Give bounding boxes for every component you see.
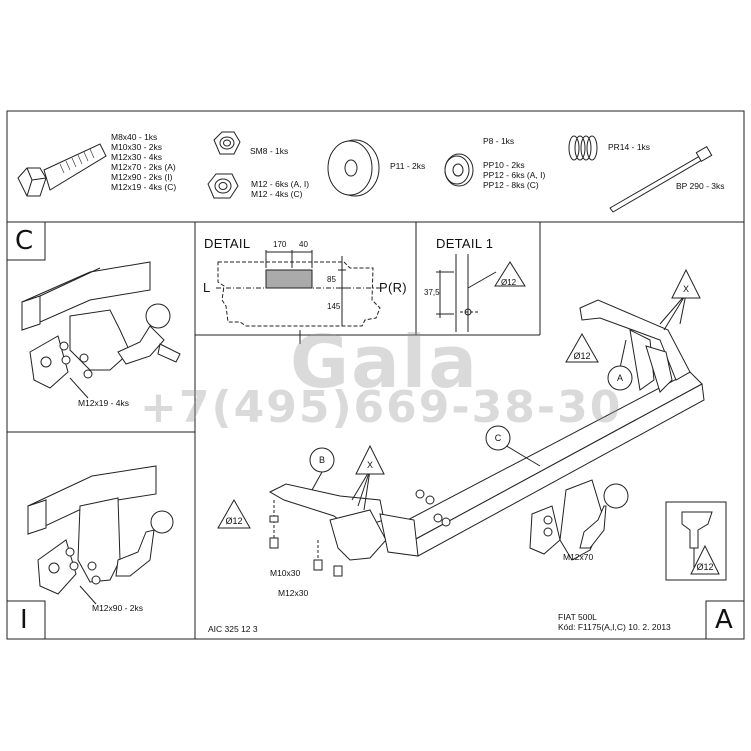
washer-pp-item: PP12 - 8ks (C) bbox=[483, 180, 539, 190]
a-letter-box bbox=[705, 600, 745, 640]
callout-x-right: X bbox=[682, 284, 689, 294]
variant-c-drawing bbox=[21, 261, 181, 399]
variant-i-letter: I bbox=[20, 605, 28, 635]
bolt-m12x30-label: M12x30 bbox=[278, 588, 309, 598]
bolt-icon bbox=[17, 143, 107, 197]
bolt-list: M8x40 - 1ks M10x30 - 2ks M12x30 - 4ks M1… bbox=[111, 132, 176, 192]
detail1-drawing bbox=[436, 254, 526, 332]
nut-list-item: M12 - 4ks (C) bbox=[251, 189, 303, 199]
outer-frame bbox=[6, 110, 745, 640]
variant-i-bolts: M12x90 - 2ks bbox=[92, 603, 144, 613]
detail-left-label: L bbox=[203, 280, 211, 295]
spring-icon bbox=[568, 135, 598, 161]
nut-sm8-label: SM8 - 1ks bbox=[250, 146, 289, 156]
hole-label-right: Ø12 bbox=[573, 351, 591, 361]
car-model: FIAT 500L bbox=[558, 612, 597, 622]
nut-list: M12 - 6ks (A, I) M12 - 4ks (C) bbox=[251, 179, 309, 199]
detail-drawing bbox=[216, 250, 381, 344]
callout-x-left: X bbox=[366, 460, 373, 470]
spring-label: PR14 - 1ks bbox=[608, 142, 651, 152]
watermark-phone: +7(495)669-38-30 bbox=[140, 382, 623, 433]
washer-pp-item: PP12 - 6ks (A, I) bbox=[483, 170, 546, 180]
washer-pp-item: PP10 - 2ks bbox=[483, 160, 525, 170]
drawing-code: AIC 325 12 3 bbox=[208, 624, 258, 634]
variant-c-bolts: M12x19 - 4ks bbox=[78, 398, 130, 408]
washer-p11-label: P11 - 2ks bbox=[390, 161, 426, 171]
nut-sm8-icon bbox=[213, 131, 241, 155]
cable-tie-label: BP 290 - 3ks bbox=[676, 181, 725, 191]
detail1-hole-label: Ø12 bbox=[501, 278, 517, 287]
bolt-m10x30-label: M10x30 bbox=[270, 568, 301, 578]
bolt-list-item: M10x30 - 2ks bbox=[111, 142, 163, 152]
washer-pp-list: PP10 - 2ks PP12 - 6ks (A, I) PP12 - 8ks … bbox=[483, 160, 545, 190]
washer-p11-icon bbox=[327, 139, 380, 197]
nut-m12-icon bbox=[207, 173, 239, 199]
bolt-list-item: M12x90 - 2ks (I) bbox=[111, 172, 173, 182]
callout-a: A bbox=[616, 373, 623, 383]
bolt-list-item: M8x40 - 1ks bbox=[111, 132, 158, 142]
i-letter-box bbox=[6, 600, 46, 640]
watermark-brand: Gala bbox=[290, 320, 479, 404]
bolt-list-item: M12x70 - 2ks (A) bbox=[111, 162, 176, 172]
c-letter-box bbox=[6, 221, 46, 261]
hole-label-left: Ø12 bbox=[225, 516, 243, 526]
towbar-main-drawing bbox=[217, 268, 727, 581]
washer-p8-icon bbox=[444, 153, 474, 187]
cable-tie-icon bbox=[609, 145, 713, 213]
detail-right-label: P(R) bbox=[379, 280, 407, 295]
bolt-list-item: M12x30 - 4ks bbox=[111, 152, 163, 162]
detail-title: DETAIL bbox=[204, 236, 251, 251]
detail-dim-170: 170 bbox=[273, 240, 287, 249]
nut-list-item: M12 - 6ks (A, I) bbox=[251, 179, 310, 189]
washer-p8-label: P8 - 1ks bbox=[483, 136, 515, 146]
variant-a-letter: A bbox=[715, 605, 733, 635]
bolt-list-item: M12x19 - 4ks (C) bbox=[111, 182, 177, 192]
detail-dim-145: 145 bbox=[327, 302, 341, 311]
drawing-kod: Kód: F1175(A,I,C) 10. 2. 2013 bbox=[558, 622, 671, 632]
callout-c: C bbox=[494, 433, 502, 443]
detail1-dim-37-5: 37,5 bbox=[424, 288, 440, 297]
detail-dim-85: 85 bbox=[327, 275, 336, 284]
detail1-title: DETAIL 1 bbox=[436, 236, 494, 251]
callout-b: B bbox=[318, 455, 325, 465]
hole-label-drill: Ø12 bbox=[696, 562, 714, 572]
variant-c-letter: C bbox=[15, 226, 34, 256]
variant-i-drawing bbox=[27, 465, 174, 605]
bolt-m12x70-label: M12x70 bbox=[563, 552, 594, 562]
detail-dim-40: 40 bbox=[299, 240, 308, 249]
